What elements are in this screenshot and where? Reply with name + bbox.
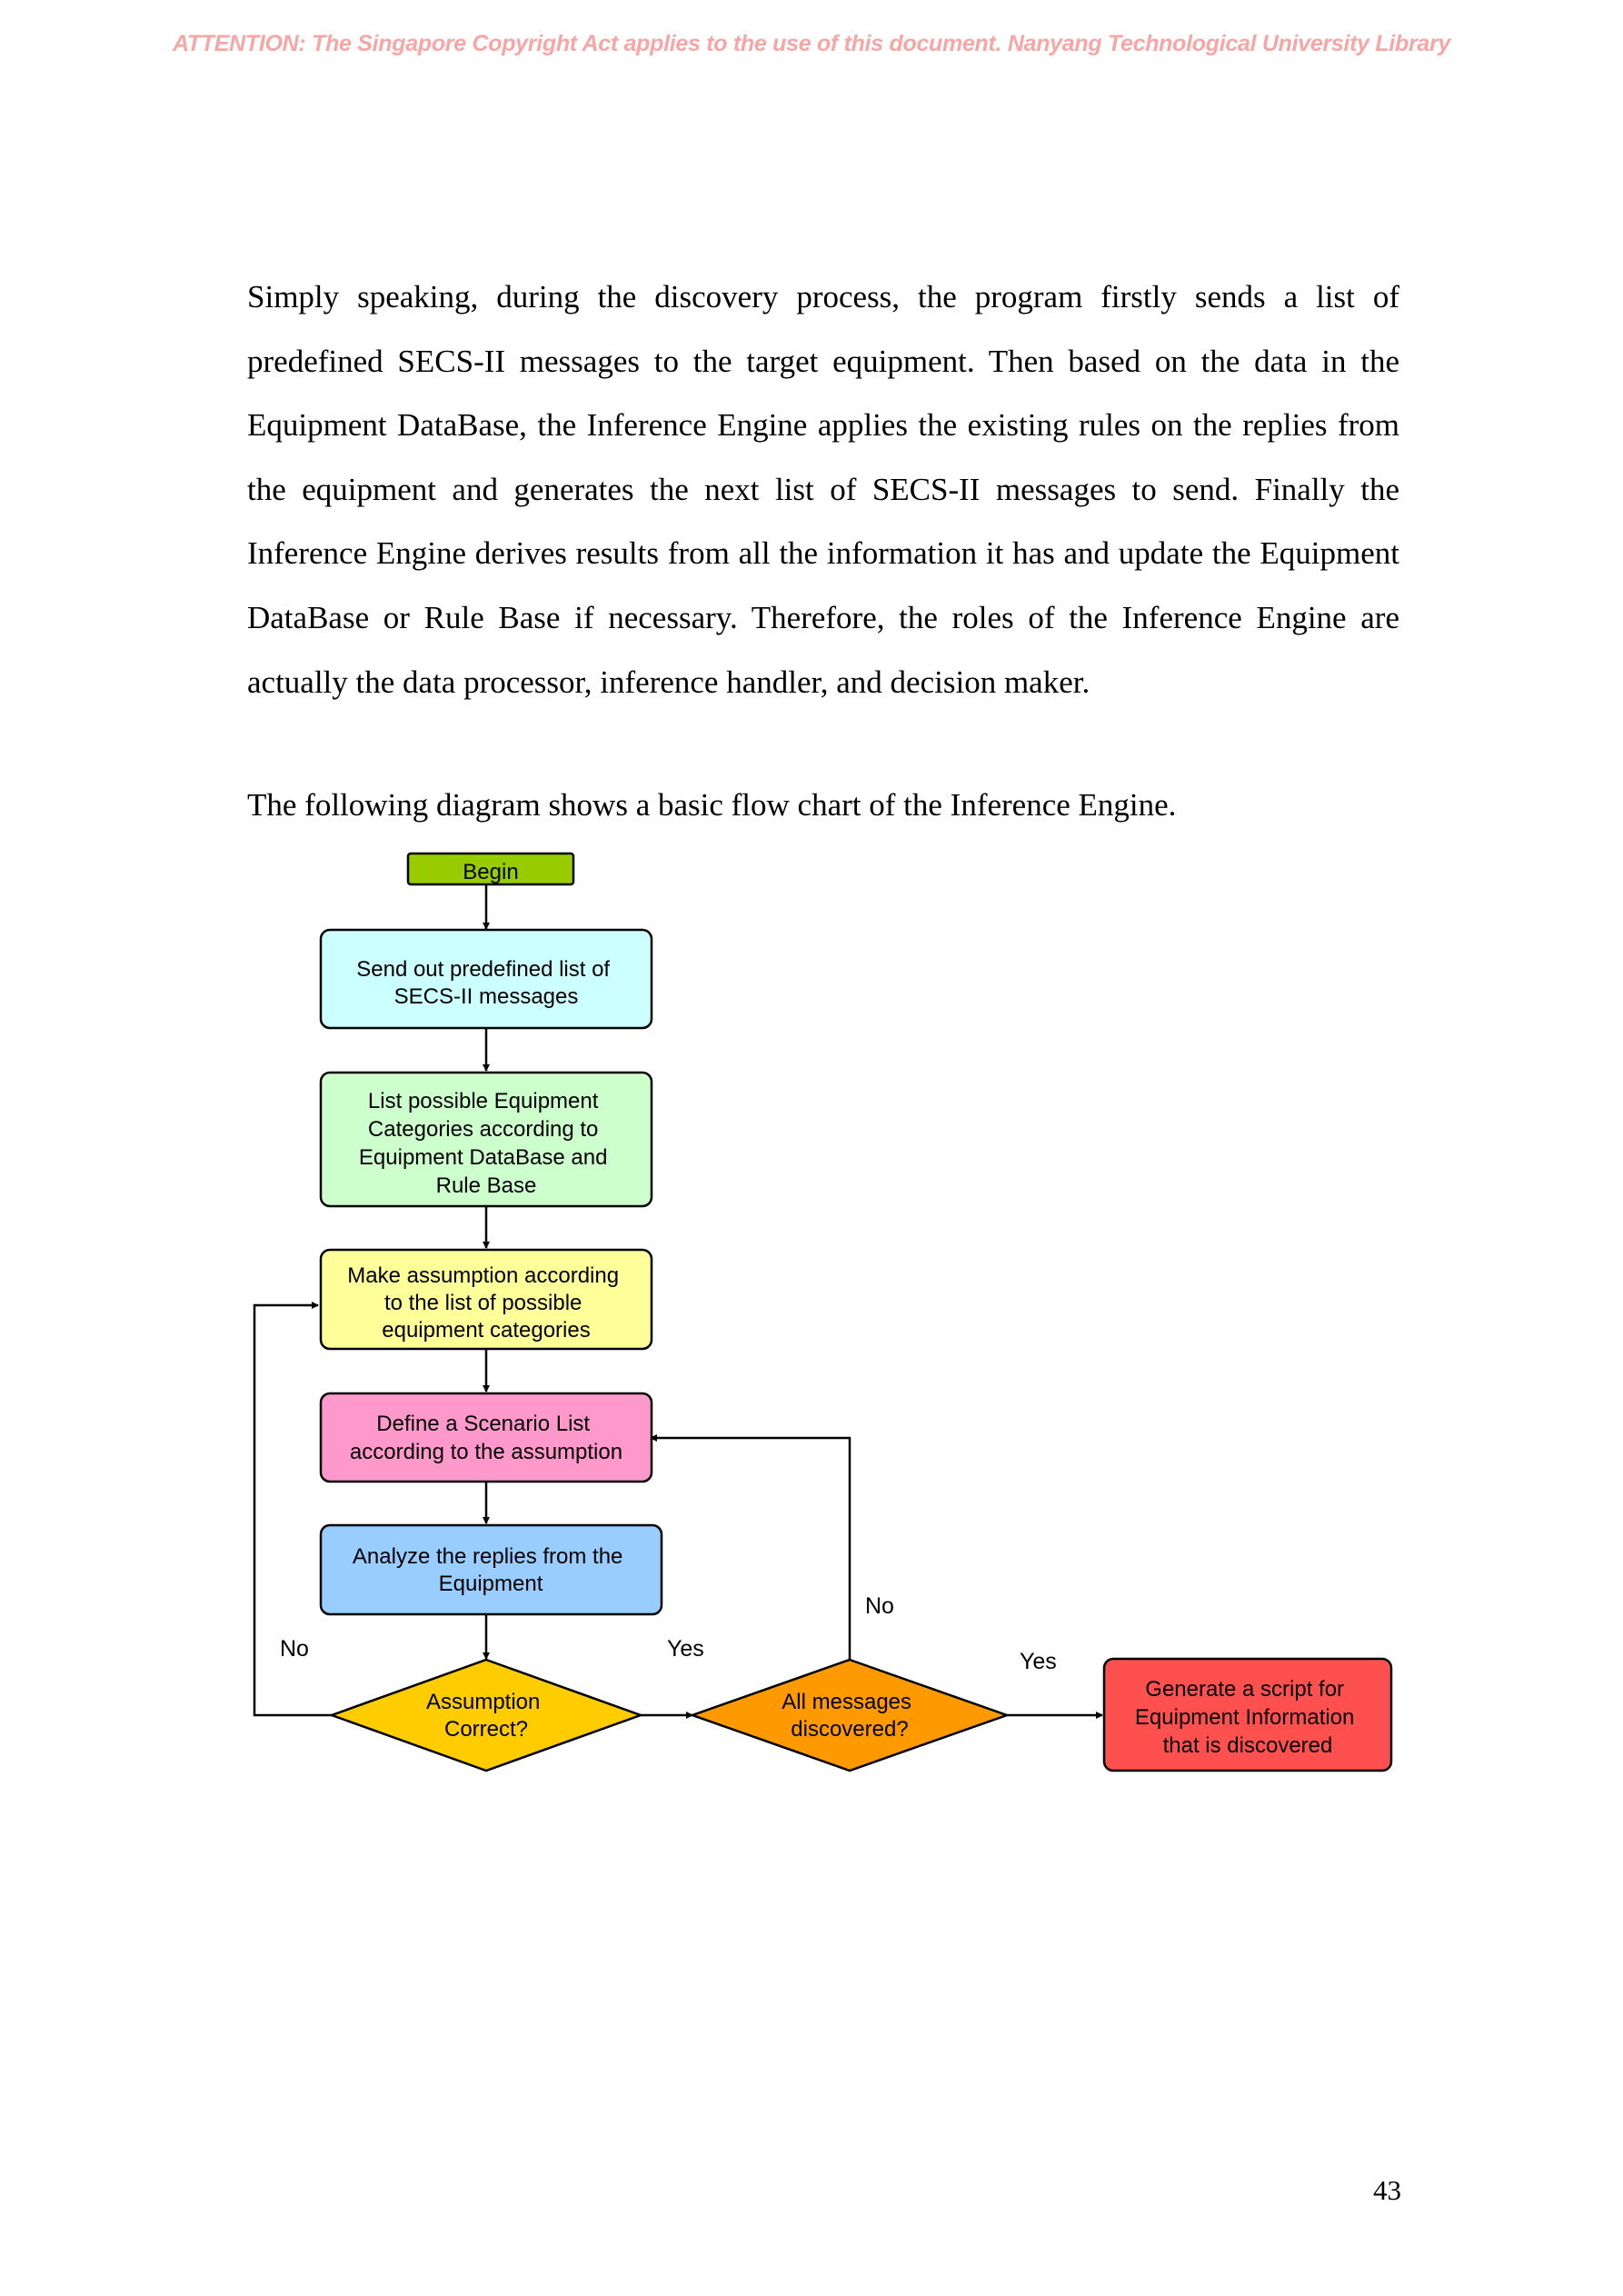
node-list-categories: List possible Equipment Categories accor… [319, 1071, 653, 1208]
copyright-notice: ATTENTION: The Singapore Copyright Act a… [172, 31, 1451, 56]
begin-terminal [406, 852, 575, 886]
generate-script-label: Generate a script for Equipment Informat… [1135, 1677, 1360, 1758]
node-define-scenario: Define a Scenario List according to the … [319, 1392, 653, 1483]
generate-script-box [1102, 1657, 1393, 1772]
flow-connectors [253, 884, 1103, 1719]
all-discovered-diamond [689, 1658, 1011, 1772]
analyze-replies-box [319, 1523, 663, 1616]
node-analyze-replies: Analyze the replies from the Equipment [319, 1523, 663, 1616]
assumption-correct-diamond [328, 1658, 644, 1772]
assumption-correct-label: Assumption Correct? [426, 1690, 546, 1742]
node-make-assumption: Make assumption according to the list of… [319, 1248, 653, 1351]
define-scenario-box [319, 1392, 653, 1483]
node-assumption-correct: Assumption Correct? [328, 1658, 644, 1772]
edge-label-discovered-yes: Yes [1020, 1649, 1057, 1674]
list-categories-label: List possible Equipment Categories accor… [359, 1089, 613, 1198]
send-messages-box [319, 928, 653, 1030]
edge-label-assumption-no: No [280, 1636, 309, 1662]
node-begin: Begin [406, 852, 575, 886]
node-all-discovered: All messages discovered? [689, 1658, 1011, 1772]
list-categories-box [319, 1071, 653, 1208]
connector-discovered-no-loop [650, 1434, 851, 1659]
figure-caption: The following diagram shows a basic flow… [247, 787, 1177, 823]
edge-label-discovered-no: No [865, 1593, 894, 1619]
make-assumption-label: Make assumption according to the list of… [347, 1263, 625, 1343]
page-number: 43 [1373, 2174, 1401, 2206]
all-discovered-label: All messages discovered? [782, 1690, 917, 1742]
body-paragraph: Simply speaking, during the discovery pr… [247, 279, 1399, 700]
define-scenario-label: Define a Scenario List according to the … [350, 1412, 622, 1464]
analyze-replies-label: Analyze the replies from the Equipment [353, 1544, 629, 1596]
edge-label-assumption-yes: Yes [667, 1636, 704, 1662]
node-send-messages: Send out predefined list of SECS-II mess… [319, 928, 653, 1030]
node-generate-script: Generate a script for Equipment Informat… [1102, 1657, 1393, 1772]
send-messages-label: Send out predefined list of SECS-II mess… [356, 957, 616, 1009]
make-assumption-box [319, 1248, 653, 1351]
begin-label: Begin [463, 860, 518, 884]
connector-assumption-no-loop [253, 1302, 332, 1717]
